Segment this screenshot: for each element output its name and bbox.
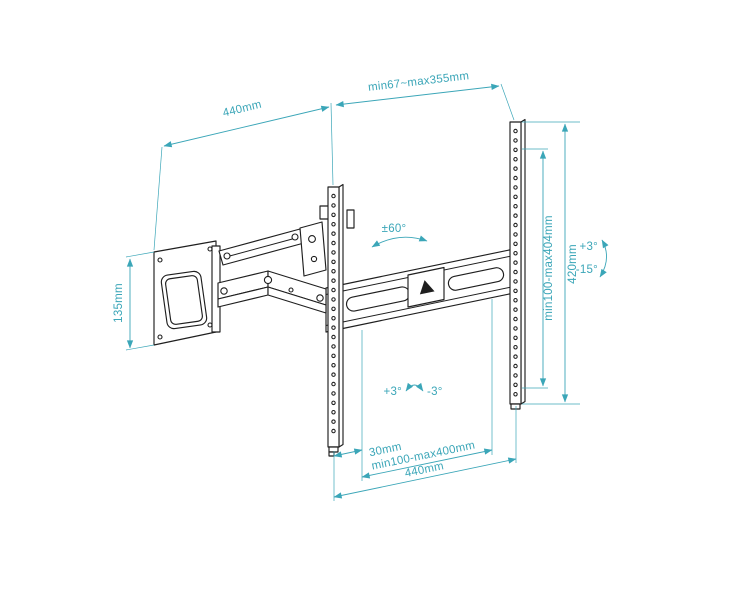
mount-drawing: [153, 118, 526, 457]
dim-roll-range: +3° -3°: [384, 382, 443, 398]
lower-arm: [217, 270, 327, 314]
dim-label-vesa-vertical: min100-max404mm: [543, 215, 555, 320]
dim-label-swivel: ±60°: [382, 223, 407, 235]
dim-rail-height: 420mm: [522, 121, 580, 405]
logo-triangle-icon: [419, 280, 435, 295]
dim-label-extension: min67~max355mm: [367, 70, 469, 94]
tilt-bracket: [299, 221, 327, 277]
crossbar-right-slot: [447, 267, 505, 291]
dim-tilt-range: +3° -15°: [576, 239, 609, 278]
vesa-rail-right: [509, 118, 526, 410]
dim-swivel-range: ±60°: [371, 223, 428, 248]
wall-pivot: [220, 287, 228, 295]
dim-label-tilt-up: +3°: [580, 241, 598, 253]
dim-label-rail-height: 420mm: [567, 244, 579, 284]
wall-plate: [153, 240, 221, 346]
dim-extension-range: min67~max355mm: [335, 70, 515, 121]
elbow-pivot: [263, 275, 273, 285]
dim-label-roll-minus: -3°: [427, 386, 443, 398]
vesa-rail-left: [327, 183, 344, 457]
crossbar: [325, 248, 515, 333]
dim-label-wall-plate-height: 135mm: [113, 283, 125, 323]
dim-label-tilt-down: -15°: [576, 264, 598, 276]
head-pivot: [316, 294, 324, 302]
dim-label-roll-plus: +3°: [384, 386, 402, 398]
dim-label-depth-top: 440mm: [222, 99, 263, 120]
upper-arm: [218, 205, 355, 277]
dim-wall-plate-height: 135mm: [113, 251, 155, 351]
dim-vesa-vertical-range: min100-max404mm: [522, 148, 555, 389]
